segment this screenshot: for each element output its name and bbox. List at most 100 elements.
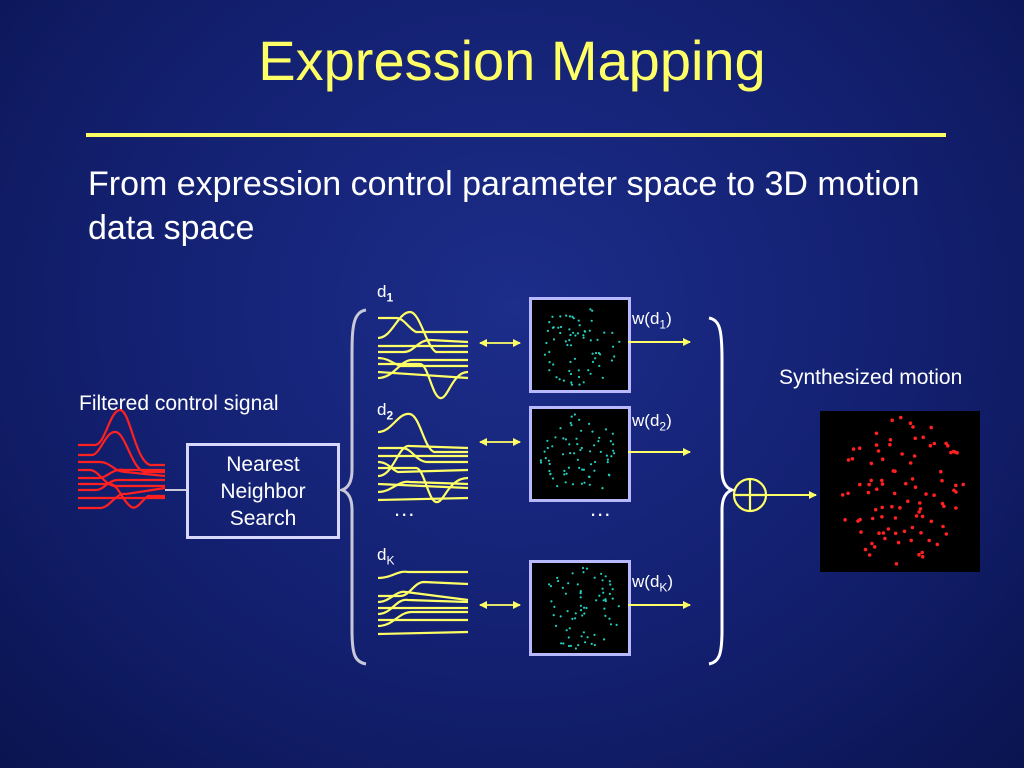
marker-dot [587,475,590,478]
marker-dot [919,531,923,535]
marker-dot [944,441,948,446]
marker-dot [552,338,556,341]
marker-dot [606,461,609,464]
marker-dot [567,644,571,648]
marker-dot [562,379,565,382]
marker-dot [613,452,616,455]
marker-dot [576,332,579,335]
marker-dot [554,436,557,439]
marker-dot [893,469,897,473]
marker-dot [583,330,586,333]
marker-dot [906,499,910,504]
marker-dot [611,345,615,348]
marker-dot [591,309,594,312]
filtered-signal-curves [78,408,166,510]
marker-dot [546,439,549,442]
marker-dot [571,572,574,575]
marker-dot [893,531,898,536]
marker-dot [550,600,553,603]
marker-dot [590,319,593,322]
marker-dot [555,376,558,379]
marker-dot [578,324,581,327]
marker-dot [580,482,583,485]
marker-dot [589,339,592,342]
marker-dot [908,421,913,425]
marker-dot [914,514,919,518]
marker-dot [594,460,597,464]
face-markers-dk [529,560,631,656]
marker-dot [579,609,583,612]
marker-dot [615,623,618,626]
marker-dot [888,442,892,447]
marker-dot [954,483,958,488]
marker-dot [952,488,956,493]
weight-d1-label: w(d1) [632,309,672,332]
marker-dot [543,353,546,356]
marker-dot [548,321,551,324]
marker-dot [557,579,560,583]
marker-dot [867,553,872,557]
marker-dot [601,376,604,379]
marker-dot [953,450,957,454]
marker-dot [609,583,612,586]
marker-dot [593,633,596,636]
marker-dot [890,504,894,509]
marker-dot [544,457,547,460]
marker-dot [566,343,569,347]
marker-dot [582,336,585,339]
marker-dot [552,326,555,329]
filtered-signal-label: Filtered control signal [79,392,279,415]
marker-dot [927,538,931,543]
marker-dot [859,530,863,534]
marker-dot [552,614,555,617]
face-markers-d2-plot [539,413,616,490]
marker-dot [604,598,607,601]
marker-dot [918,501,922,505]
marker-dot [603,331,606,334]
marker-dot [560,642,563,645]
marker-dot [581,566,585,570]
marker-dot [609,623,613,626]
marker-dot [548,583,551,586]
marker-dot [571,483,575,486]
marker-dot [565,314,568,317]
marker-dot [932,493,936,497]
marker-dot [600,572,603,575]
marker-dot [573,413,576,416]
marker-dot [611,331,614,334]
marker-dot [611,597,614,600]
marker-dot [583,481,586,484]
marker-dot [869,461,874,466]
marker-dot [568,369,571,373]
marker-dot [595,599,598,602]
marker-dot [594,351,598,355]
marker-dot [569,360,572,364]
marker-dot [585,606,588,610]
marker-dot [591,430,594,433]
marker-dot [559,331,562,335]
marker-dot [564,340,567,343]
marker-dot [561,586,564,589]
sample-d2-label: d2 [377,400,394,423]
marker-dot [589,463,593,466]
marker-dot [863,547,868,552]
marker-dot [610,455,613,458]
marker-dot [562,642,565,645]
marker-dot [579,591,582,594]
marker-dot [890,418,894,423]
marker-dot [880,515,884,519]
marker-dot [892,491,897,496]
marker-dot [576,583,579,586]
marker-dot [880,457,885,461]
marker-dot [582,334,585,337]
marker-dot [858,482,862,487]
marker-dot [850,457,855,461]
marker-dot [580,446,583,450]
marker-dot [576,458,579,461]
marker-dot [556,576,559,579]
sample-d1-label: d1 [377,282,394,305]
marker-dot [602,591,605,594]
marker-dot [598,594,601,597]
marker-dot [548,350,551,354]
slide-title: Expression Mapping [258,29,766,92]
